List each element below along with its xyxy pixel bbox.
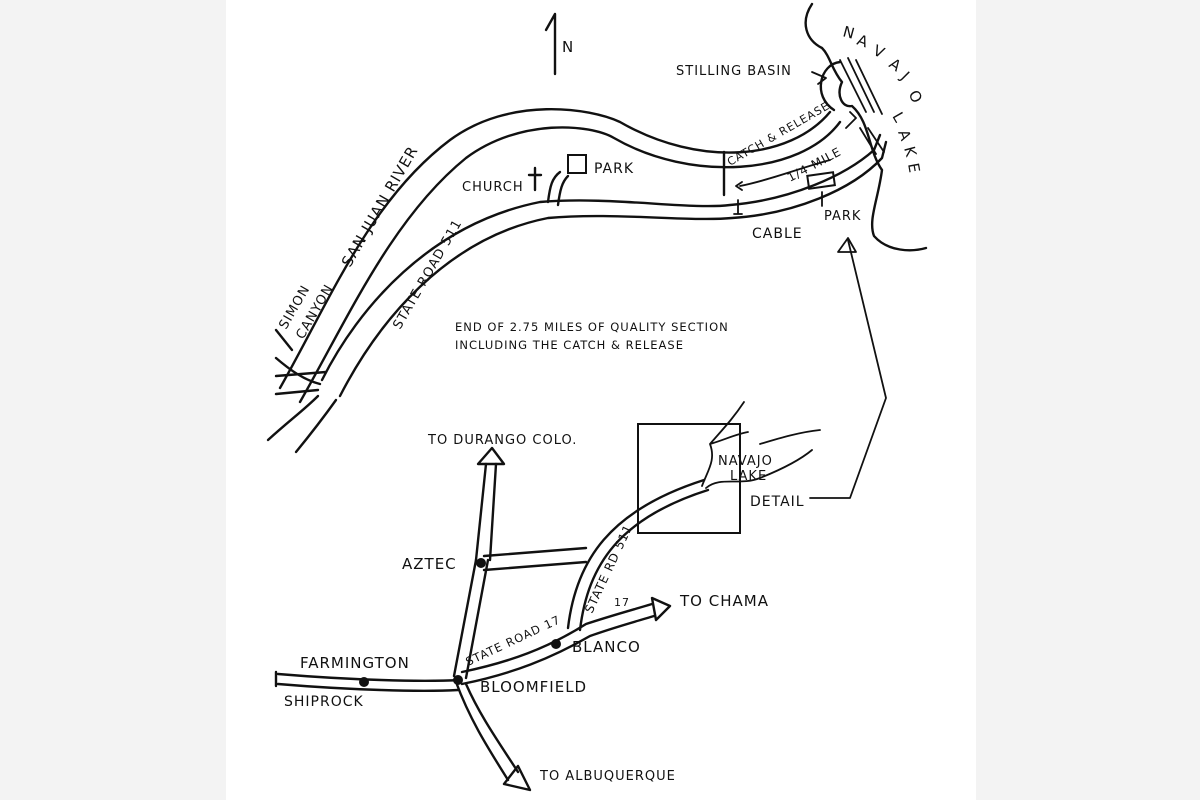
- albuquerque-label: TO ALBUQUERQUE: [539, 769, 676, 784]
- aztec-dot-icon: [476, 558, 486, 568]
- simon-canyon-road-e: [294, 398, 338, 454]
- aztec-bloomfield-road: [452, 558, 490, 680]
- quality-note-line2: INCLUDING THE CATCH & RELEASE: [455, 338, 684, 352]
- quarter-mile-arrow: [735, 159, 831, 191]
- svg-text:E: E: [904, 162, 924, 175]
- cable-label: CABLE: [752, 226, 803, 242]
- detail-label: DETAIL: [750, 494, 805, 510]
- farmington-dot-icon: [359, 677, 369, 687]
- north-label: N: [562, 38, 574, 56]
- river-bank-south: [298, 120, 842, 404]
- simon-canyon-road-c: [274, 388, 320, 396]
- farmington-label: FARMINGTON: [300, 654, 410, 672]
- church-cross-icon: [527, 166, 543, 192]
- albuquerque-arrowhead: [502, 764, 532, 792]
- bloomfield-label: BLOOMFIELD: [480, 678, 587, 696]
- road-511-overview: [566, 478, 710, 632]
- church-label: CHURCH: [462, 180, 524, 195]
- svg-text:N: N: [841, 22, 857, 43]
- road-511-north: [320, 133, 882, 382]
- simon-canyon-road-f: [274, 328, 294, 352]
- road17-label: STATE ROAD 17: [463, 612, 562, 668]
- detail-pointer-line: [809, 239, 887, 499]
- durango-label: TO DURANGO COLO.: [427, 433, 577, 448]
- park-spur-road: [546, 170, 570, 207]
- park-upper-icon: [567, 154, 587, 174]
- navajo-lake-outline: [701, 401, 821, 489]
- svg-text:J: J: [896, 67, 913, 84]
- simon-canyon-road-b: [274, 370, 328, 378]
- shiprock-label: SHIPROCK: [284, 694, 364, 710]
- durango-arrowhead: [476, 446, 506, 466]
- lake-overview-line2: LAKE: [730, 469, 767, 484]
- river-label: SAN JUAN RIVER: [338, 143, 422, 270]
- park-upper-label: PARK: [594, 161, 634, 177]
- park-lower-label: PARK: [824, 209, 861, 224]
- cable-marker-icon: [733, 199, 743, 215]
- road-511-south: [338, 140, 888, 398]
- road-to-albuquerque: [454, 680, 520, 782]
- river-bank-north: [278, 108, 832, 390]
- quality-note-line1: END OF 2.75 MILES OF QUALITY SECTION: [455, 320, 729, 334]
- svg-text:V: V: [870, 41, 888, 62]
- svg-text:A: A: [855, 31, 872, 52]
- simon-canyon-road-d: [266, 394, 320, 442]
- road-to-durango: [474, 462, 498, 562]
- lake-name-label: N A V A J O L A K E: [841, 22, 927, 175]
- stilling-basin-label: STILLING BASIN: [676, 64, 792, 79]
- park-lower-icon: [806, 171, 836, 190]
- road-17: [460, 602, 656, 686]
- dam-structure: [839, 57, 885, 155]
- blanco-label: BLANCO: [572, 638, 641, 656]
- svg-text:L: L: [889, 109, 909, 126]
- bloomfield-dot-icon: [453, 675, 463, 685]
- detail-pointer-arrowhead: [837, 237, 857, 253]
- blanco-dot-icon: [551, 639, 561, 649]
- svg-text:A: A: [894, 127, 915, 144]
- detail-box: [637, 423, 741, 534]
- route17-label: 17: [614, 596, 630, 609]
- stilling-basin-leader: [811, 71, 827, 85]
- lake-shoreline: [804, 2, 928, 252]
- chama-label: TO CHAMA: [679, 592, 769, 610]
- svg-text:O: O: [905, 87, 927, 107]
- farmington-road: [276, 672, 462, 692]
- svg-text:A: A: [886, 55, 906, 76]
- aztec-label: AZTEC: [402, 555, 457, 573]
- chama-arrowhead: [650, 596, 672, 622]
- north-arrow-icon: [544, 12, 557, 76]
- lake-pointer-arrow: [845, 111, 857, 129]
- svg-text:K: K: [900, 144, 920, 159]
- lake-overview-line1: NAVAJO: [718, 454, 773, 469]
- aztec-connector-road: [482, 546, 588, 572]
